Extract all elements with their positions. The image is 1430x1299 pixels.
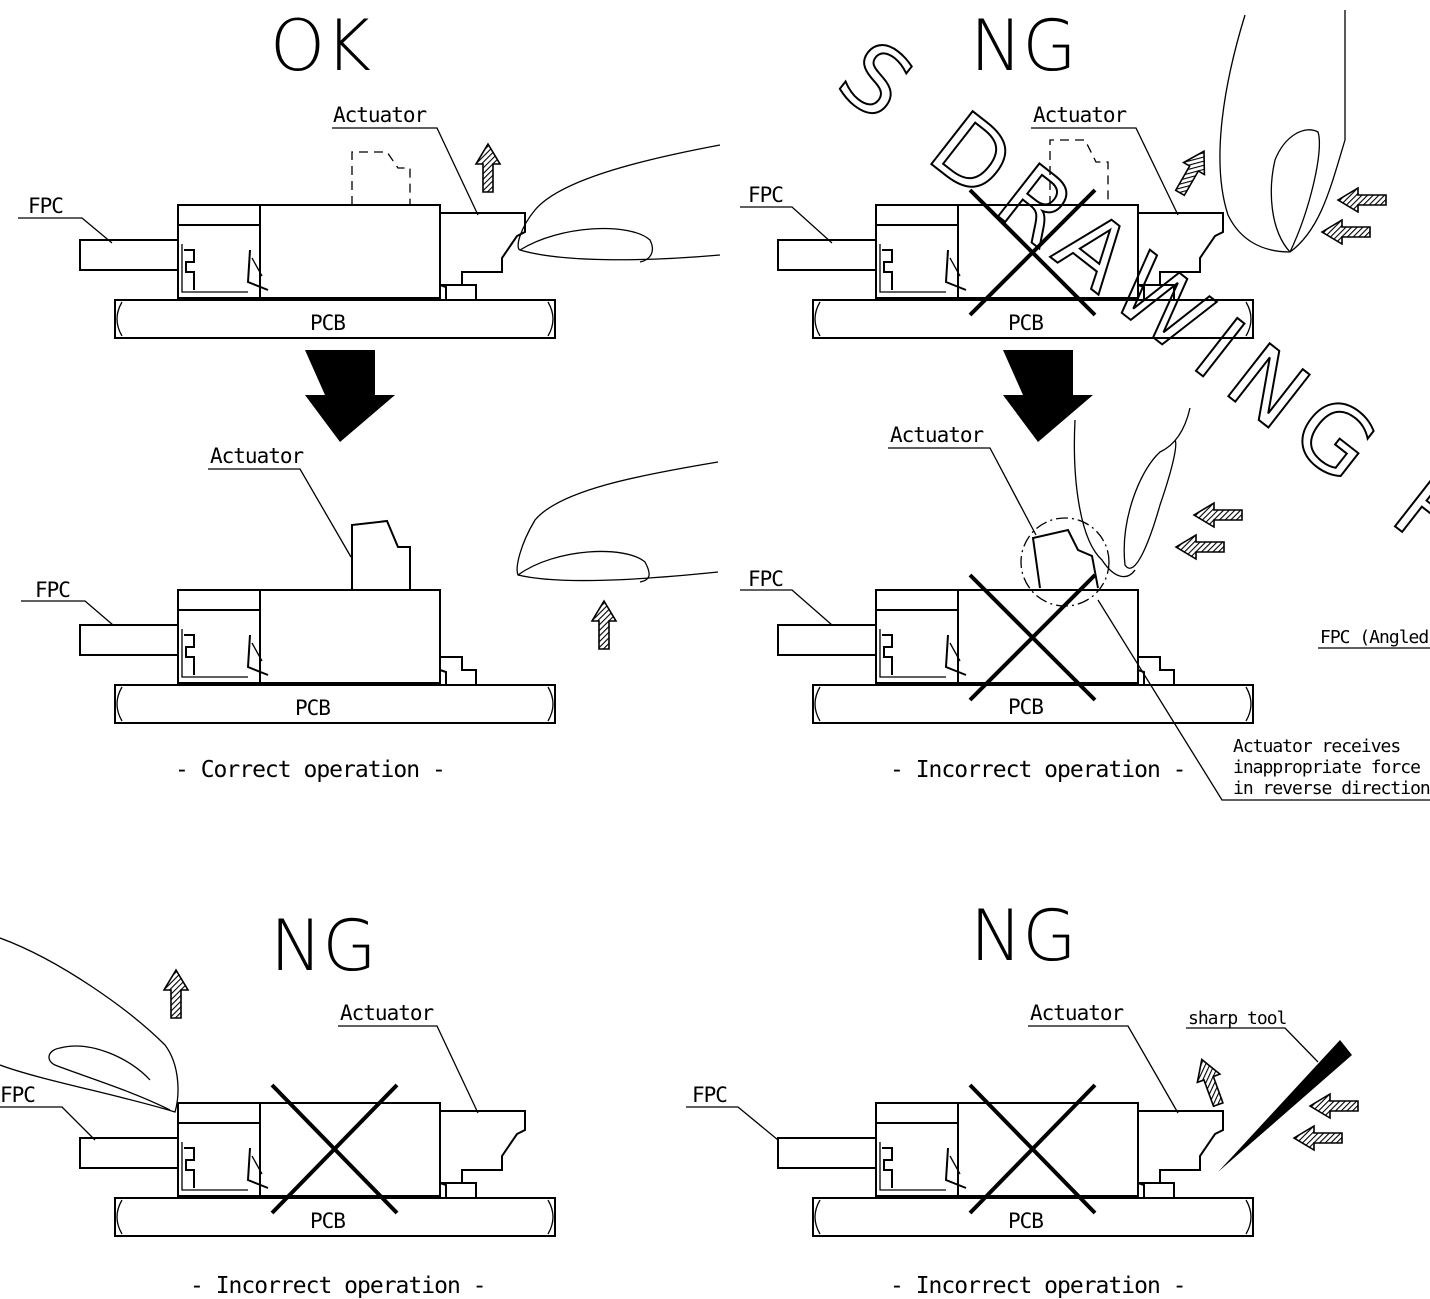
ok-title: OK xyxy=(270,5,371,87)
fpc-label: FPC xyxy=(748,183,783,207)
fpc-label: FPC xyxy=(692,1083,727,1107)
pcb-label: PCB xyxy=(1008,695,1043,719)
actuator-arm xyxy=(439,212,526,286)
note-line-1: Actuator receives xyxy=(1233,736,1400,757)
push-arrow xyxy=(1337,187,1387,213)
finger xyxy=(517,144,721,261)
actuator-label: Actuator xyxy=(1030,1001,1124,1025)
fpc-label: FPC xyxy=(748,567,783,591)
push-arrow xyxy=(1293,1125,1343,1151)
actuator-deformed xyxy=(1031,528,1099,589)
up-arrow xyxy=(475,143,501,193)
caption: - Incorrect operation - xyxy=(890,757,1186,783)
actuator-open-outline xyxy=(351,151,411,205)
note-leader xyxy=(1097,599,1430,801)
actuator-label: Actuator xyxy=(890,423,984,447)
transition-arrow-left xyxy=(305,350,395,442)
sharp-tool xyxy=(1218,1040,1352,1172)
up-arrow xyxy=(163,969,189,1019)
up-arrow xyxy=(591,600,617,650)
ng-title: NG xyxy=(970,5,1077,87)
push-arrow xyxy=(1321,219,1371,245)
transition-arrow-right xyxy=(1003,350,1093,442)
pcb-label: PCB xyxy=(295,696,330,720)
push-arrow xyxy=(1193,502,1243,528)
panel-middle-right: Actuator FPC PCB - Incorrect operation -… xyxy=(740,407,1430,801)
panel-bottom-right: NG Actuator sharp tool FPC PCB - Incorre… xyxy=(686,895,1359,1299)
panel-top-right: NG Actuator FPC PCB xyxy=(740,5,1387,339)
actuator-closed xyxy=(351,519,411,590)
fpc-label: FPC xyxy=(35,578,70,602)
fpc-label: FPC xyxy=(0,1083,35,1107)
pcb-label: PCB xyxy=(1008,1209,1043,1233)
tilted-arrow xyxy=(1168,144,1216,200)
caption: - Incorrect operation - xyxy=(190,1273,486,1299)
actuator-label: Actuator xyxy=(1033,103,1127,127)
finger xyxy=(0,937,179,1113)
sharp-tool-label: sharp tool xyxy=(1188,1008,1287,1029)
actuator-label: Actuator xyxy=(210,444,304,468)
caption: - Incorrect operation - xyxy=(890,1273,1186,1299)
note-line-3: in reverse direction xyxy=(1233,778,1430,799)
side-label: FPC (Angled xyxy=(1320,627,1428,648)
finger xyxy=(1219,10,1346,253)
tilted-arrow xyxy=(1189,1054,1231,1110)
fpc-label: FPC xyxy=(28,194,63,218)
pcb-label: PCB xyxy=(310,1209,345,1233)
note-line-2: inappropriate force xyxy=(1233,757,1420,778)
pcb-label: PCB xyxy=(1008,311,1043,335)
panel-top-left: OK Actuator FPC PCB xyxy=(18,5,721,339)
caption: - Correct operation - xyxy=(175,757,445,783)
finger xyxy=(1073,419,1136,578)
ng-title: NG xyxy=(970,895,1077,977)
push-arrow xyxy=(1309,1093,1359,1119)
push-arrow xyxy=(1175,534,1225,560)
pcb-label: PCB xyxy=(310,311,345,335)
panel-middle-left: Actuator FPC PCB - Correct operation - xyxy=(21,444,556,783)
panel-bottom-left: NG Actuator FPC PCB - Incorrect operatio… xyxy=(0,905,556,1299)
actuator-label: Actuator xyxy=(333,103,427,127)
ng-title: NG xyxy=(270,905,377,987)
actuator-label: Actuator xyxy=(340,1001,434,1025)
finger xyxy=(516,461,719,582)
